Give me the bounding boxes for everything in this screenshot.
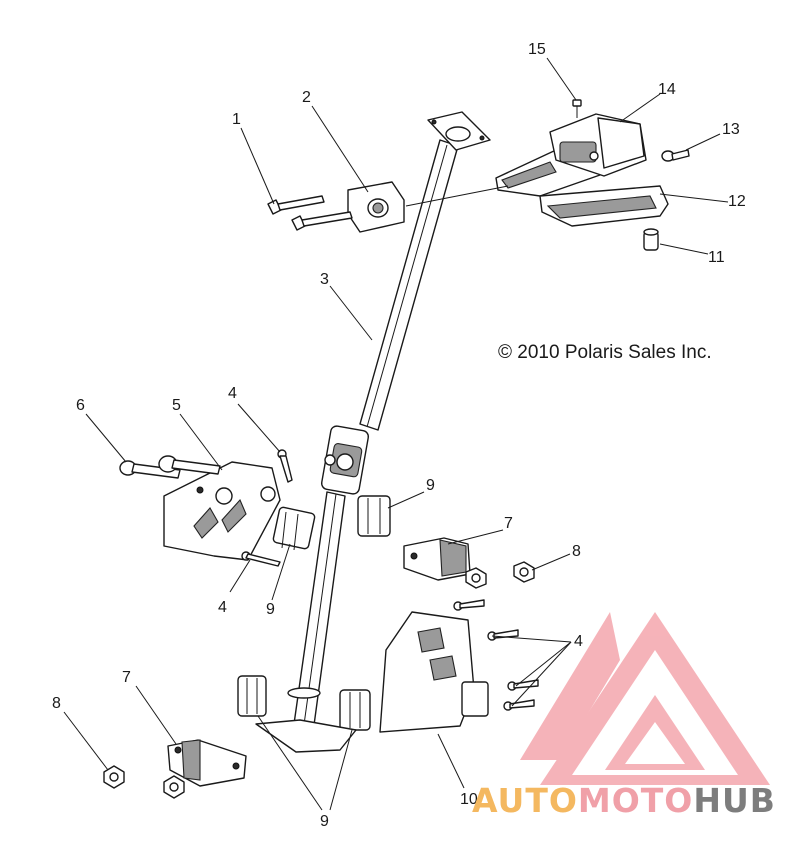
clamp-block — [347, 181, 405, 233]
bushing-9-d — [339, 689, 371, 731]
callout-8-right: 8 — [572, 543, 581, 560]
watermark-hub: HUB — [693, 781, 776, 820]
nut-8-d — [163, 775, 185, 799]
automotohub-logo-mark — [520, 612, 770, 785]
pin-4-lower-a — [453, 599, 485, 611]
callout-14: 14 — [658, 81, 676, 98]
pin-4-lower-b — [487, 629, 519, 641]
universal-joint — [320, 425, 370, 495]
callout-9-upper: 9 — [426, 477, 435, 494]
callout-11: 11 — [708, 249, 725, 266]
callout-5: 5 — [172, 397, 181, 414]
lower-mount-bracket — [255, 611, 489, 753]
bushing-9-a — [272, 506, 316, 551]
pin-4-left — [241, 551, 281, 567]
steering-shaft-upper — [359, 111, 491, 431]
callout-labels: 1 2 3 4 4 4 5 6 7 7 8 8 9 9 9 9 10 11 12… — [52, 41, 746, 830]
clamp-strap-7-lower — [167, 739, 247, 787]
callout-9-left: 9 — [266, 601, 275, 618]
screw-15 — [572, 99, 582, 118]
clamp-strap-7-upper — [403, 537, 471, 581]
watermark-auto: AUTO — [472, 781, 578, 820]
watermark-text: AUTOMOTOHUB — [472, 781, 776, 820]
pin-4-lower-d — [503, 699, 535, 711]
screw-13 — [661, 149, 690, 162]
callout-13: 13 — [722, 121, 740, 138]
callout-10: 10 — [460, 791, 478, 808]
callout-9-bottom: 9 — [320, 813, 329, 830]
upper-mount-bracket — [163, 461, 281, 561]
copyright-text: © 2010 Polaris Sales Inc. — [498, 342, 712, 363]
callout-4-upper: 4 — [228, 385, 237, 402]
pin-4-lower-c — [507, 679, 539, 691]
callout-15: 15 — [528, 41, 546, 58]
tilt-bracket-assembly — [495, 113, 669, 227]
nut-8-c — [103, 765, 125, 789]
callout-7-upper: 7 — [504, 515, 513, 532]
callout-4-left: 4 — [218, 599, 227, 616]
callout-7-lower: 7 — [122, 669, 131, 686]
watermark-moto: MOTO — [578, 781, 693, 820]
nut-8-a — [465, 567, 487, 589]
bushing-9-c — [237, 675, 267, 717]
callout-1: 1 — [232, 111, 241, 128]
nut-8-b — [513, 561, 535, 583]
bolt-1a — [267, 195, 325, 215]
callout-3: 3 — [320, 271, 329, 288]
callout-4-right: 4 — [574, 633, 583, 650]
nut-11 — [643, 228, 659, 251]
bushing-9-b — [357, 495, 391, 537]
pin-4-upper — [277, 449, 293, 483]
bolt-6b — [158, 455, 221, 475]
callout-2: 2 — [302, 89, 311, 106]
callout-6: 6 — [76, 397, 85, 414]
leader-lines — [63, 57, 729, 811]
callout-8-left: 8 — [52, 695, 61, 712]
callout-12: 12 — [728, 193, 746, 210]
bolt-1b — [291, 211, 353, 231]
